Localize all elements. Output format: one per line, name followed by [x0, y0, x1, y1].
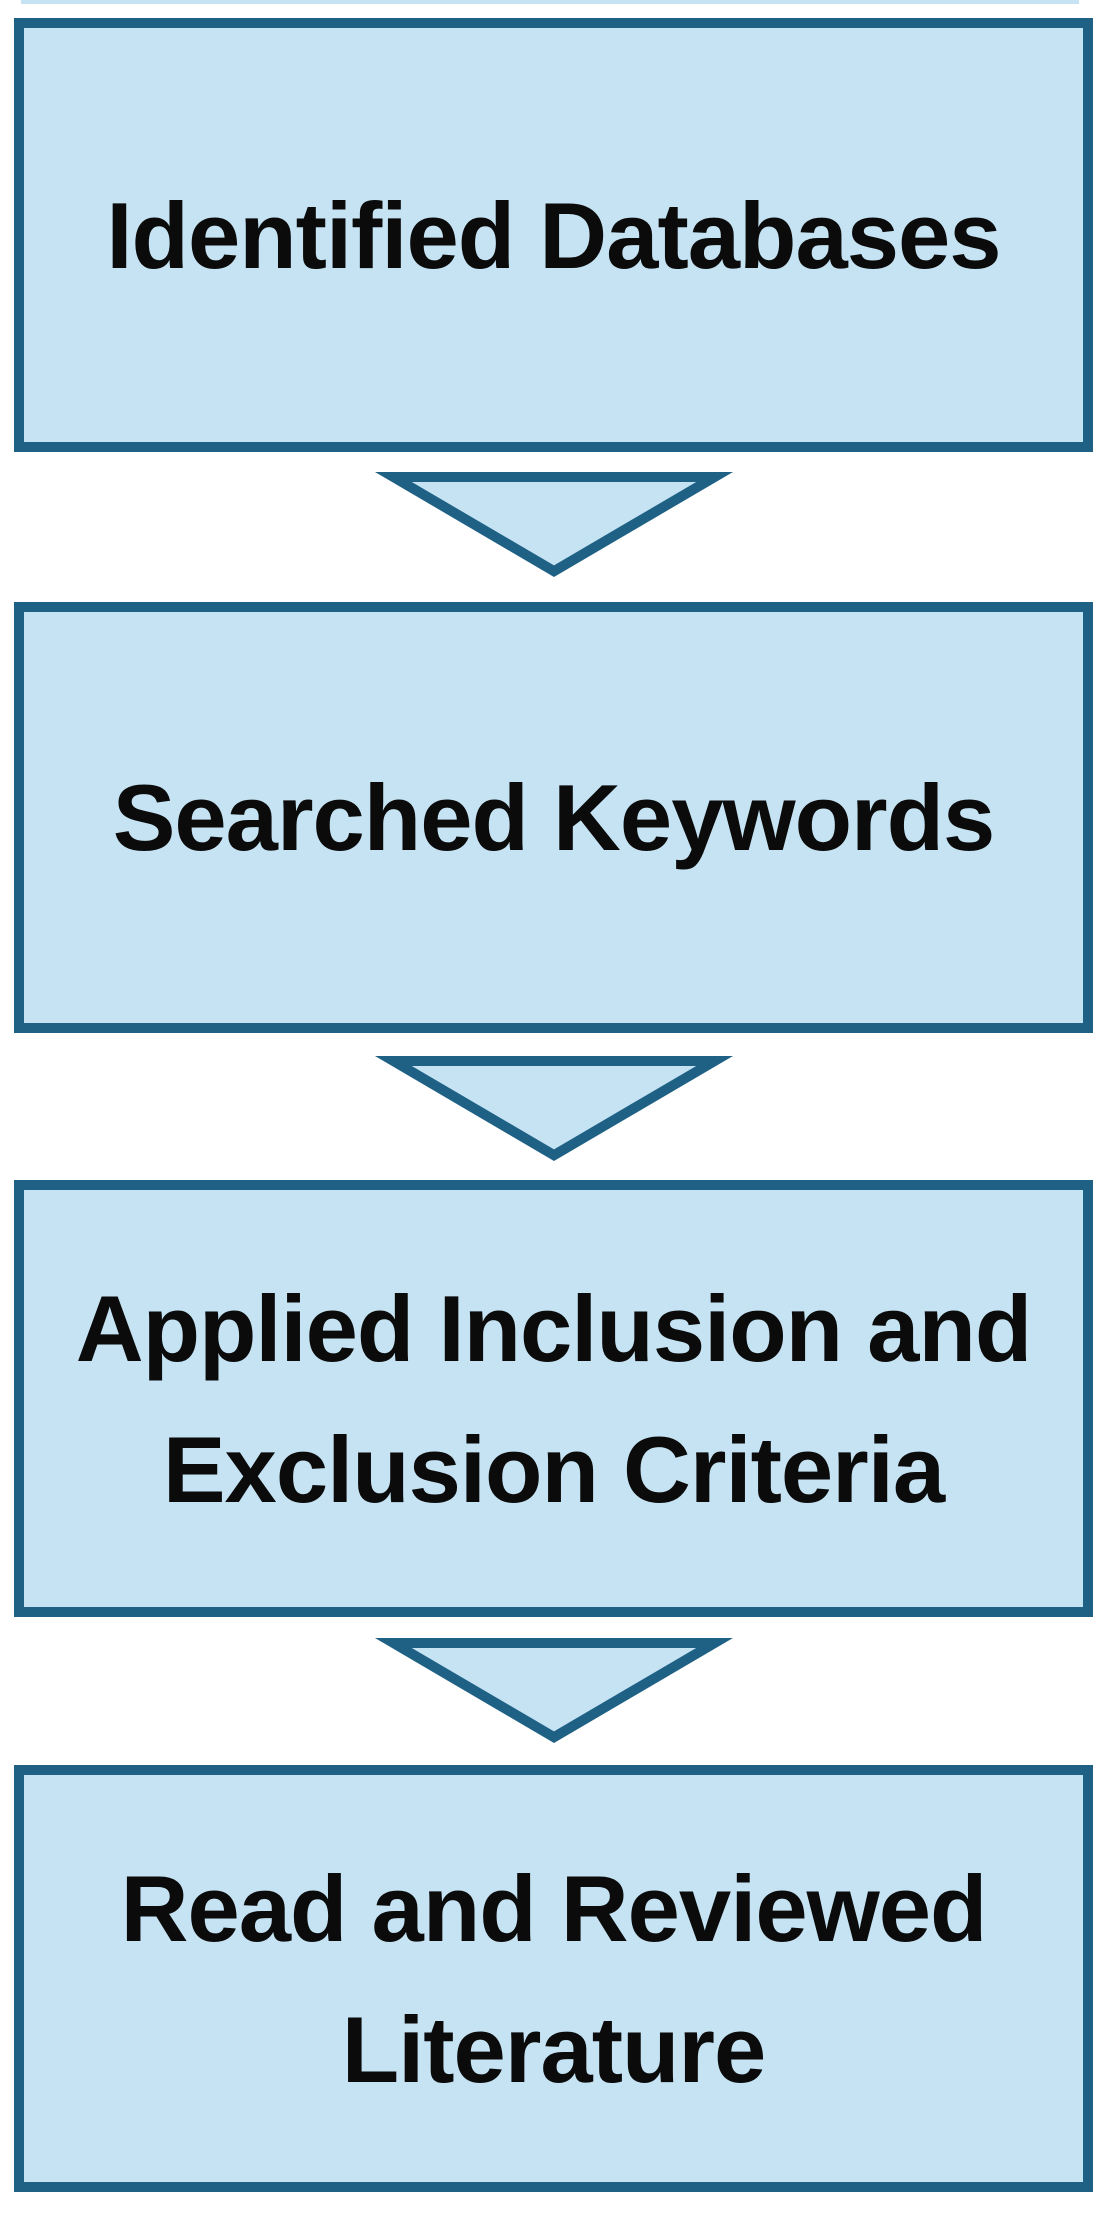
flow-step-label: Applied Inclusion and Exclusion Criteria — [75, 1275, 1033, 1522]
flow-step-searched-keywords: Searched Keywords — [14, 602, 1093, 1033]
flow-step-read-reviewed-literature: Read and Reviewed Literature — [14, 1765, 1093, 2192]
flow-step-inclusion-exclusion-criteria: Applied Inclusion and Exclusion Criteria — [14, 1180, 1093, 1617]
flow-step-label: Read and Reviewed Literature — [120, 1855, 988, 2102]
cropped-shape-edge — [21, 0, 1079, 4]
down-arrow-icon — [375, 472, 733, 577]
flow-step-identified-databases: Identified Databases — [14, 18, 1093, 452]
down-arrow-icon — [375, 1638, 733, 1743]
flow-step-label: Searched Keywords — [112, 765, 996, 870]
down-arrow-icon — [375, 1056, 733, 1161]
flow-step-label: Identified Databases — [106, 182, 1001, 288]
